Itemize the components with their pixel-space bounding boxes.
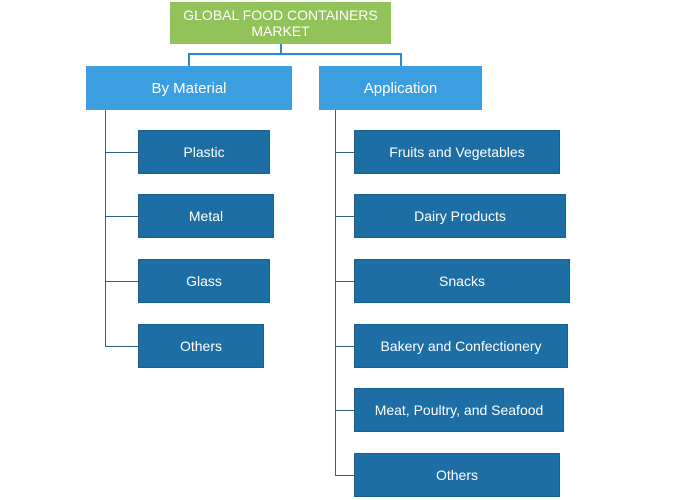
application-branch-line <box>335 475 354 476</box>
root-connector-bar <box>188 53 402 55</box>
application-item-dairy-products: Dairy Products <box>354 194 566 238</box>
application-branch-line <box>335 281 354 282</box>
material-trunk-line <box>105 110 106 346</box>
material-branch-line <box>105 346 138 347</box>
application-trunk-line <box>335 110 336 476</box>
application-branch-line <box>335 216 354 217</box>
application-branch-line <box>335 410 354 411</box>
category-by-material: By Material <box>86 66 292 110</box>
application-item-fruits-vegetables: Fruits and Vegetables <box>354 130 560 174</box>
diagram-root-title: GLOBAL FOOD CONTAINERS MARKET <box>170 2 391 44</box>
application-item-meat-poultry-seafood: Meat, Poultry, and Seafood <box>354 388 564 432</box>
category-application: Application <box>319 66 482 110</box>
application-item-others: Others <box>354 453 560 497</box>
application-item-bakery-confectionery: Bakery and Confectionery <box>354 324 568 368</box>
connector-to-application <box>400 53 402 66</box>
connector-to-material <box>188 53 190 66</box>
application-item-snacks: Snacks <box>354 259 570 303</box>
application-branch-line <box>335 152 354 153</box>
application-branch-line <box>335 346 354 347</box>
material-branch-line <box>105 281 138 282</box>
material-branch-line <box>105 152 138 153</box>
material-item-others: Others <box>138 324 264 368</box>
material-branch-line <box>105 216 138 217</box>
material-item-metal: Metal <box>138 194 274 238</box>
material-item-glass: Glass <box>138 259 270 303</box>
material-item-plastic: Plastic <box>138 130 270 174</box>
root-connector-stem <box>280 44 282 54</box>
